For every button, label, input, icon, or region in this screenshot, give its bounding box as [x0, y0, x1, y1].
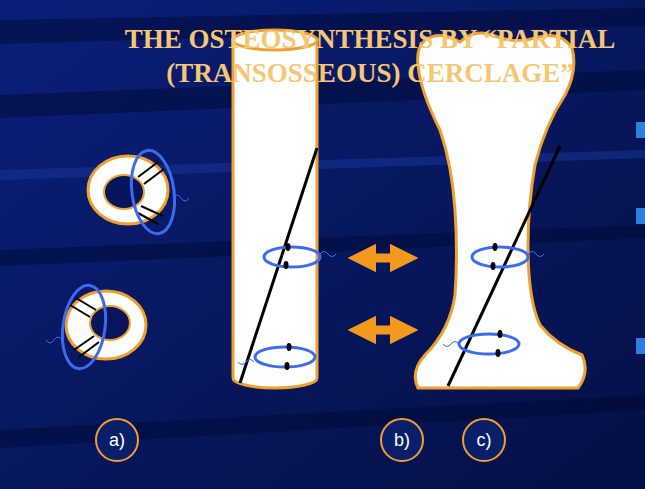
slide-title: THE OSTEOSYNTHESIS BY “PARTIAL (TRANSOSS…	[110, 22, 630, 90]
label-circle: a)	[95, 418, 139, 462]
label-circle: b)	[380, 418, 424, 462]
figure-label: c)	[477, 430, 492, 451]
streaks	[0, 8, 645, 448]
edge-marks	[636, 122, 645, 354]
label-circle: c)	[462, 418, 506, 462]
figure-label: b)	[394, 430, 410, 451]
bone-section-top	[88, 147, 189, 236]
bone-section-bottom	[46, 282, 146, 371]
double-arrow	[362, 258, 404, 330]
figure-label: a)	[109, 430, 125, 451]
